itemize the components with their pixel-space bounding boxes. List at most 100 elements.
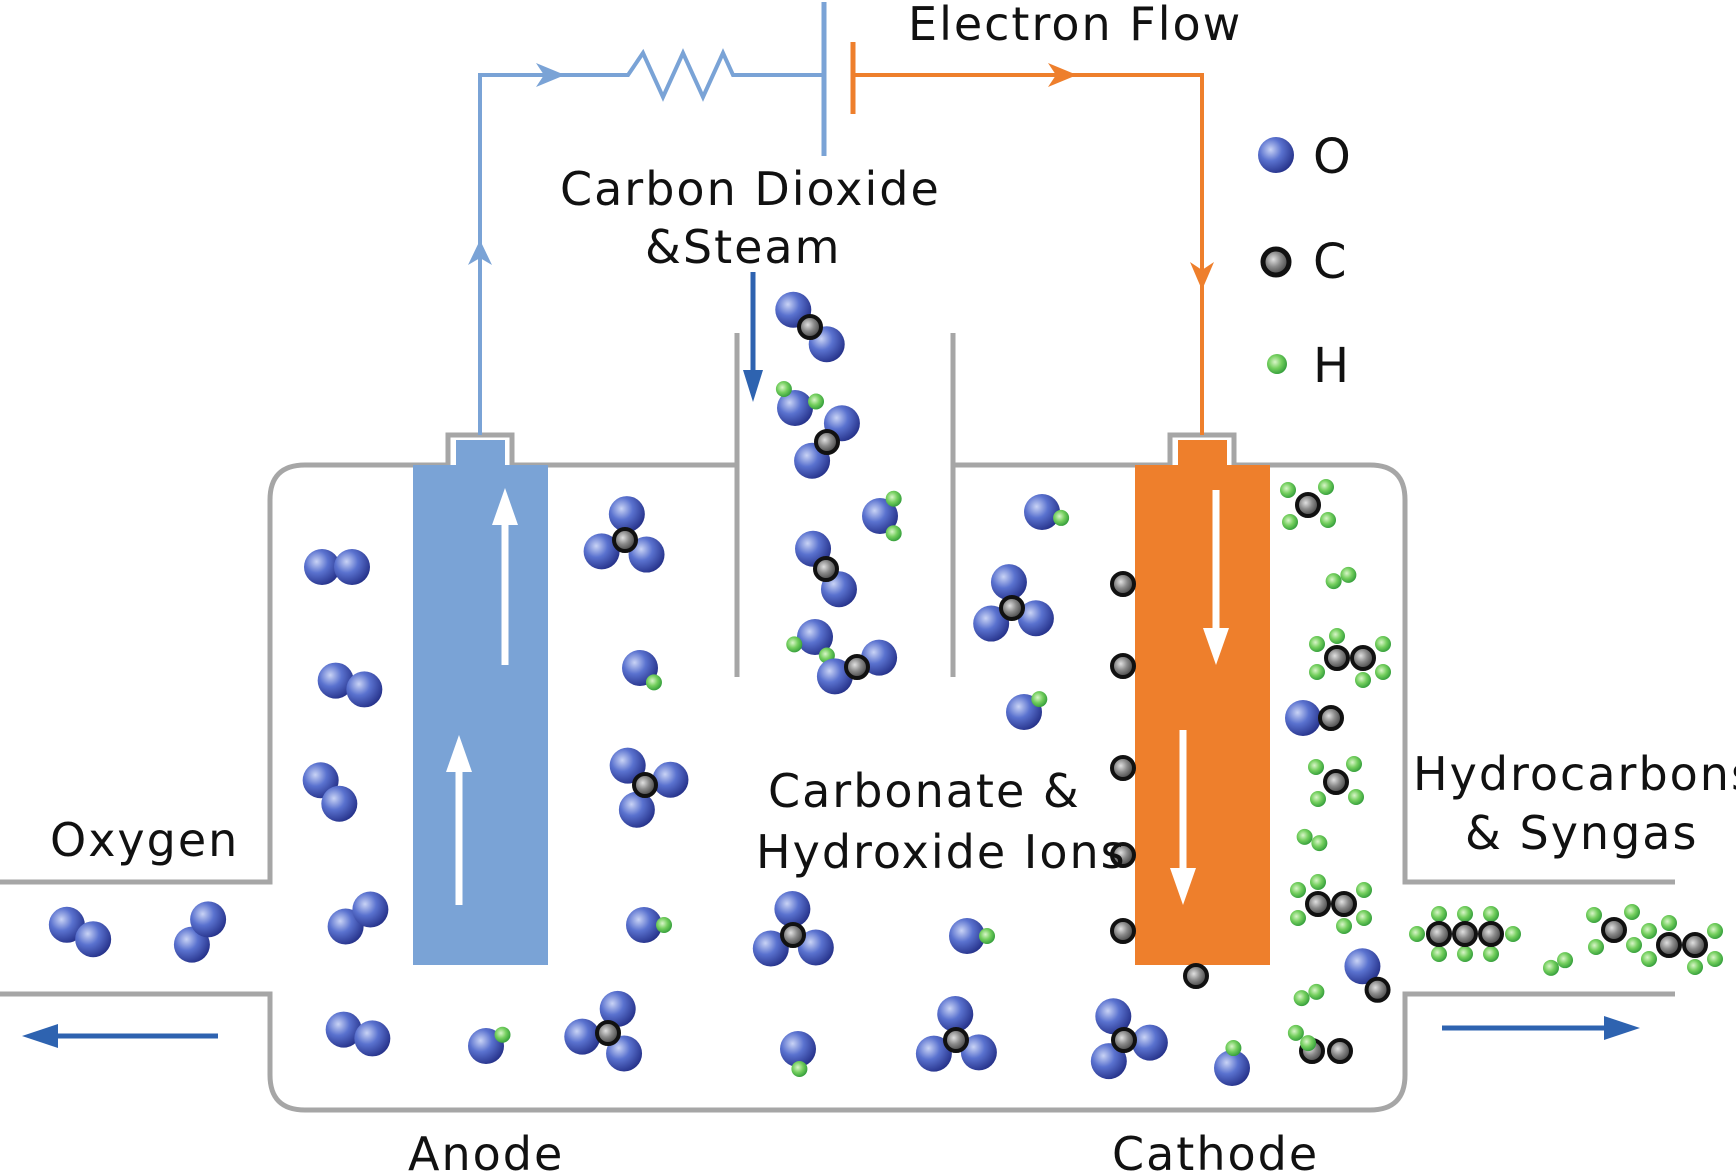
o2-molecule (325, 1011, 391, 1057)
hydrogen-atom (1375, 664, 1391, 680)
hydrogen-atom (494, 1026, 511, 1043)
carbon-atom (1323, 769, 1349, 795)
carbon-deposit (1110, 842, 1136, 868)
oxygen-atom (1214, 1050, 1250, 1086)
oxygen-atom (346, 671, 383, 708)
legend-carbon-label: C (1313, 234, 1347, 290)
hydrogen-atom (1296, 828, 1313, 845)
carbon-deposit (1110, 755, 1136, 781)
o2-molecule (48, 906, 112, 958)
carbon-atom (1295, 492, 1321, 518)
hydroxide-ion (622, 650, 662, 691)
hydrogen-atom (1329, 628, 1345, 644)
carbon-deposit (1110, 918, 1136, 944)
electron-flow-label: Electron Flow (908, 0, 1242, 51)
hydroxide-ion (626, 907, 672, 943)
oxygen-atom (937, 996, 974, 1033)
legend-hydrogen-atom (1267, 354, 1287, 374)
hydrogen-atom (791, 1060, 808, 1077)
carbonate-ion (1090, 998, 1168, 1080)
oxygen-atom (325, 1011, 362, 1048)
oxygen-atom (861, 639, 898, 676)
hydrogen-atom (1309, 636, 1325, 652)
methane-molecule (1586, 904, 1642, 955)
hydrogen-atom (1409, 926, 1425, 942)
carbon-atom (1656, 932, 1682, 958)
water-molecule (786, 619, 835, 664)
carbon-atom (1682, 932, 1708, 958)
oxygen-atom (973, 605, 1010, 642)
oxygen-label: Oxygen (50, 813, 239, 867)
anode-tab (456, 440, 505, 470)
oxygen-atom (780, 1031, 816, 1067)
propane-molecule (1409, 906, 1521, 962)
methane-molecule (1308, 756, 1364, 807)
hydrogen-atom (1308, 759, 1324, 775)
hydrogen-atom (1318, 479, 1334, 495)
carbon-atom (814, 429, 840, 455)
carbon-atom (595, 1020, 621, 1046)
oxygen-atom (304, 549, 340, 585)
hydrogen-atom (1282, 514, 1298, 530)
o2-molecule (327, 891, 389, 945)
legend-carbon-atom (1260, 246, 1292, 278)
co2-molecule (816, 639, 898, 695)
oxygen-atom (960, 1034, 997, 1071)
hydrogen-atom (775, 381, 792, 398)
hydrogen-atom (1287, 1024, 1304, 1041)
carbon-atom (797, 314, 823, 340)
hydrogen-atom (1457, 906, 1473, 922)
carbon-atom (999, 595, 1025, 621)
carbon-atom (1110, 918, 1136, 944)
oxygen-atom (352, 891, 389, 928)
hydrogen-atom (1348, 789, 1364, 805)
cathode-internal-arrows (1170, 490, 1229, 905)
carbonate-ion (752, 891, 834, 967)
hydrogen-atom (1346, 756, 1362, 772)
hydrogen-atom (1431, 946, 1447, 962)
carbonate-ion (583, 496, 665, 573)
hydroxide-ion (1006, 691, 1048, 730)
carbon-atom (813, 556, 839, 582)
oxygen-atom (752, 930, 789, 967)
carbon-atom (1478, 921, 1504, 947)
hydrogen-atom (1483, 906, 1499, 922)
oxygen-atom (608, 496, 645, 533)
carbon-atom (612, 527, 638, 553)
hydrogen-atom (1356, 882, 1372, 898)
oxygen-atom (606, 1035, 643, 1072)
h2-molecule (1542, 952, 1574, 976)
carbon-atom (1110, 755, 1136, 781)
oxygen-atom (354, 1020, 391, 1057)
oxygen-atom (652, 761, 689, 798)
carbonate-ion (973, 564, 1054, 642)
oxygen-atom (949, 918, 985, 954)
hydrogen-atom (1290, 910, 1306, 926)
hydrogen-atom (979, 928, 995, 944)
oxygen-atom (599, 990, 636, 1027)
oxygen-atom (1017, 600, 1054, 637)
co2-molecule (794, 405, 860, 479)
co2-steam-label-line2: &Steam (645, 220, 841, 274)
co-molecule (1285, 700, 1344, 736)
hydrogen-atom (1290, 882, 1306, 898)
carbon-atom (1110, 571, 1136, 597)
hydroxide-ion (949, 918, 995, 954)
inlet-arrow (743, 272, 763, 402)
water-molecule (862, 490, 902, 542)
oxygen-atom (564, 1018, 601, 1055)
hydrogen-atom (786, 636, 803, 653)
legend-oxygen-label: O (1313, 129, 1351, 185)
oxygen-atom (618, 791, 655, 828)
carbon-atom (844, 654, 870, 680)
oxygen-atom (1285, 700, 1321, 736)
hydrogen-atom (1309, 664, 1325, 680)
hydrogen-atom (1687, 959, 1703, 975)
oxygen-atom (990, 564, 1027, 601)
hydrogen-atom (1588, 939, 1604, 955)
hydrogen-atom (808, 393, 825, 410)
carbon-atom (1183, 963, 1209, 989)
h2-molecule (1293, 983, 1325, 1007)
